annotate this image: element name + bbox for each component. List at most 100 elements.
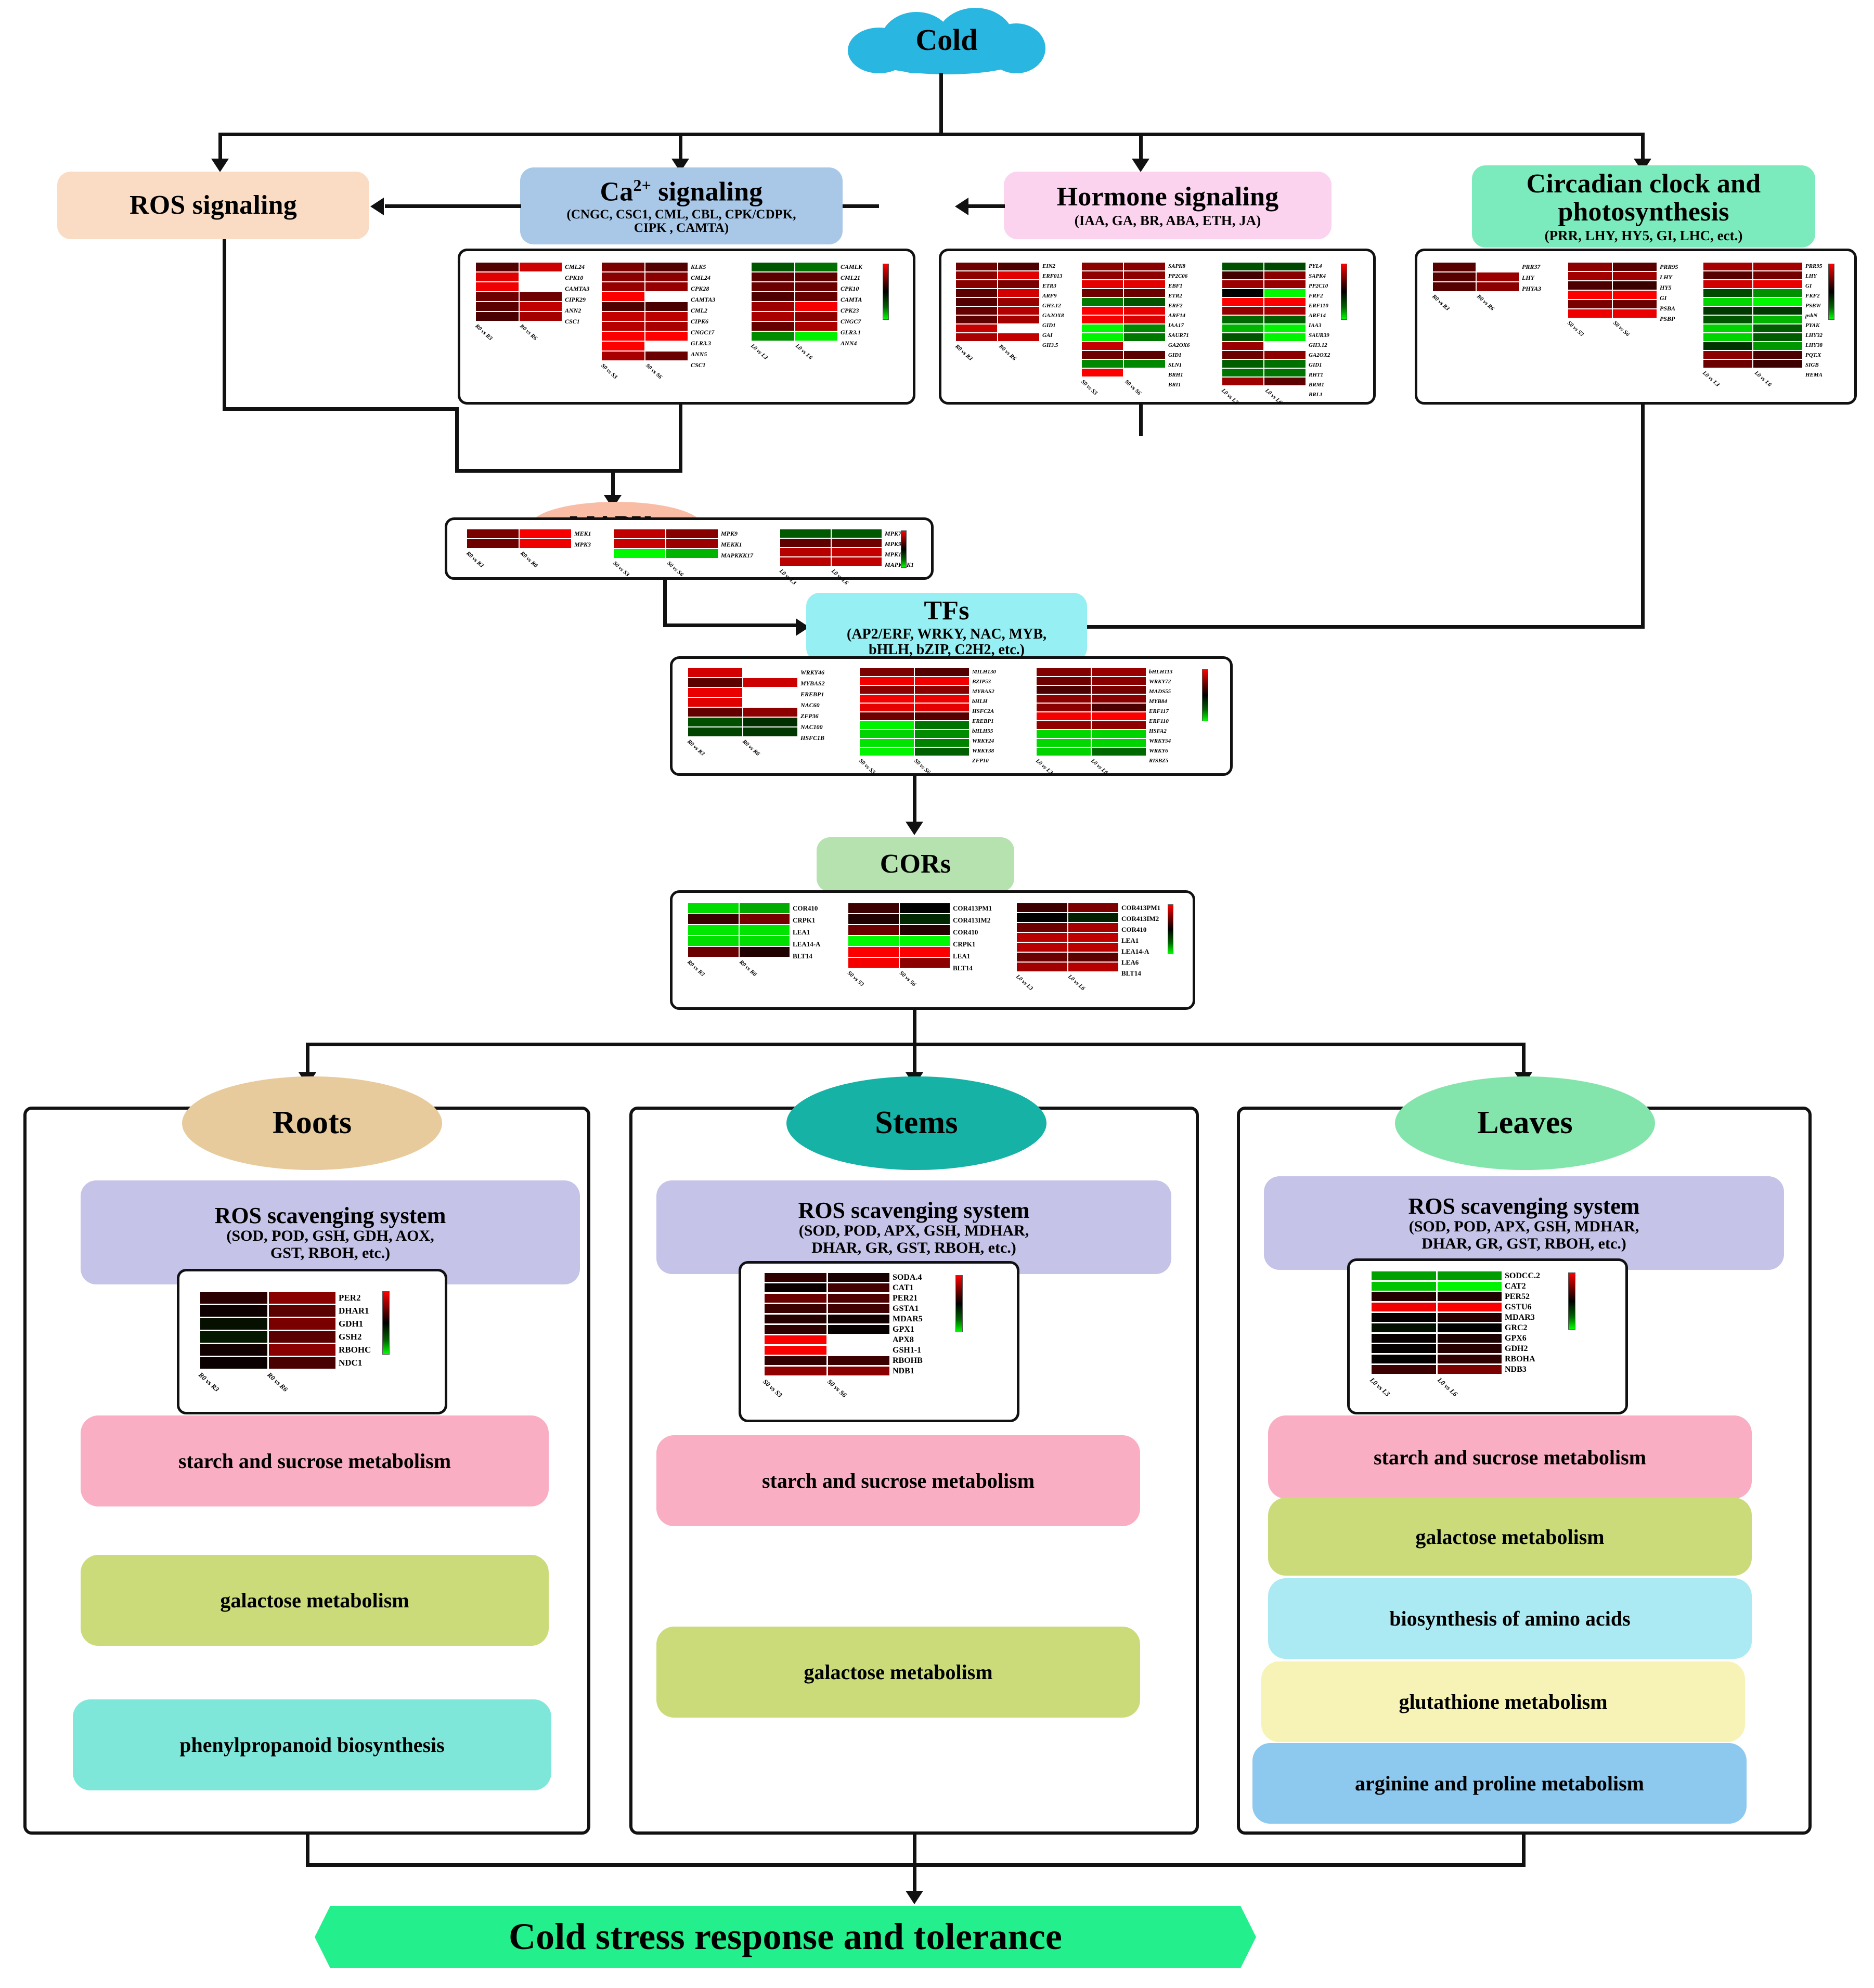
cors-box[interactable]: CORs	[817, 837, 1014, 892]
line-outcome-stem	[913, 1863, 916, 1893]
stems-pathway-starch-sucrose[interactable]: starch and sucrose metabolism	[656, 1435, 1140, 1526]
line-mapk-stem	[611, 469, 615, 498]
roots-pathway-phenylpropanoid[interactable]: phenylpropanoid biosynthesis	[73, 1699, 551, 1790]
arrow-hormone-to-left	[955, 198, 968, 215]
arrow-tfs-to-cors	[906, 822, 923, 835]
tfs-sublabel-line1: (AP2/ERF, WRKY, NAC, MYB,	[847, 626, 1046, 643]
colorbar-ca-panel	[883, 264, 889, 320]
colorbar-mapk-panel	[901, 530, 907, 568]
colorbar-roots-ros	[382, 1291, 390, 1355]
line-leaves-down-out	[1522, 1835, 1526, 1866]
circadian-box[interactable]: Circadian clock and photosynthesis (PRR,…	[1472, 165, 1815, 248]
cold-label: Cold	[915, 22, 978, 57]
arrow-ca-to-ros	[370, 198, 384, 215]
leaves-pathway-glutathione-label: glutathione metabolism	[1399, 1690, 1608, 1713]
tfs-sublabel-line2: bHLH, bZIP, C2H2, etc.)	[869, 641, 1025, 658]
stems-ros-title: ROS scavenging system	[798, 1197, 1030, 1223]
line-mapk-to-tfs	[663, 623, 798, 627]
leaves-pathway-glutathione[interactable]: glutathione metabolism	[1261, 1661, 1745, 1742]
leaves-pathway-starch-sucrose[interactable]: starch and sucrose metabolism	[1268, 1415, 1752, 1499]
cold-trunk-line	[939, 73, 943, 134]
outcome-label: Cold stress response and tolerance	[508, 1916, 1063, 1958]
leaves-pathway-galactose[interactable]: galactose metabolism	[1268, 1498, 1752, 1576]
colorbar-leaves-ros	[1568, 1272, 1575, 1330]
arrow-to-outcome	[906, 1891, 923, 1904]
line-mapk-join-left	[455, 407, 459, 472]
leaves-title-label: Leaves	[1477, 1105, 1573, 1141]
tfs-label: TFs	[924, 595, 970, 626]
colorbar-stems-ros	[955, 1275, 963, 1332]
roots-title-ellipse[interactable]: Roots	[182, 1076, 442, 1170]
leaves-pathway-starch-sucrose-label: starch and sucrose metabolism	[1373, 1445, 1647, 1469]
roots-pathway-phenylpropanoid-label: phenylpropanoid biosynthesis	[179, 1733, 445, 1757]
ros-signaling-box[interactable]: ROS signaling	[57, 172, 369, 239]
hormone-signaling-sublabel: (IAA, GA, BR, ABA, ETH, JA)	[1074, 212, 1261, 228]
leaves-pathway-amino-acids-label: biosynthesis of amino acids	[1389, 1607, 1631, 1630]
line-tfs-to-cors	[913, 775, 916, 824]
drop-ca	[679, 133, 682, 161]
leaves-ros-title: ROS scavenging system	[1408, 1193, 1640, 1219]
colorbar-hormone-panel	[1341, 264, 1347, 320]
roots-ros-title: ROS scavenging system	[214, 1202, 446, 1228]
roots-pathway-galactose-label: galactose metabolism	[220, 1589, 409, 1612]
cold-cloud-shape	[848, 8, 1045, 75]
line-cors-down	[913, 1009, 916, 1045]
stems-title-ellipse[interactable]: Stems	[786, 1076, 1046, 1170]
line-stems-down-out	[913, 1835, 916, 1866]
colorbar-tfs-panel	[1202, 669, 1208, 721]
roots-ros-pill[interactable]: ROS scavenging system (SOD, POD, GSH, GD…	[81, 1180, 580, 1284]
hormone-signaling-box[interactable]: Hormone signaling (IAA, GA, BR, ABA, ETH…	[1004, 172, 1332, 239]
leaves-ros-sub2: DHAR, GR, GST, RBOH, etc.)	[1421, 1235, 1626, 1252]
roots-pathway-starch-sucrose[interactable]: starch and sucrose metabolism	[81, 1415, 549, 1506]
roots-pathway-galactose[interactable]: galactose metabolism	[81, 1555, 549, 1646]
line-hormone-left-tick	[843, 204, 879, 208]
stems-ros-sub1: (SOD, POD, APX, GSH, MDHAR,	[798, 1222, 1029, 1240]
ca-signaling-sublabel: (CNGC, CSC1, CML, CBL, CPK/CDPK,CIPK , C…	[566, 207, 796, 235]
stems-ros-pill[interactable]: ROS scavenging system (SOD, POD, APX, GS…	[656, 1180, 1171, 1274]
leaves-title-ellipse[interactable]: Leaves	[1395, 1076, 1655, 1170]
stems-ros-sub2: DHAR, GR, GST, RBOH, etc.)	[811, 1239, 1016, 1256]
line-ca-to-ros	[385, 204, 521, 208]
cors-label: CORs	[880, 849, 951, 879]
outcome-box[interactable]: Cold stress response and tolerance	[315, 1906, 1256, 1968]
line-ros-to-mapk-bus	[223, 407, 457, 411]
arrow-to-hormone-signaling	[1132, 159, 1149, 172]
roots-ros-sub2: GST, RBOH, etc.)	[270, 1244, 391, 1262]
stems-pathway-galactose[interactable]: galactose metabolism	[656, 1627, 1140, 1718]
ca-signaling-box[interactable]: Ca2+ signaling (CNGC, CSC1, CML, CBL, CP…	[520, 167, 843, 244]
tfs-box[interactable]: TFs (AP2/ERF, WRKY, NAC, MYB, bHLH, bZIP…	[806, 593, 1087, 661]
leaves-pathway-arginine-proline[interactable]: arginine and proline metabolism	[1252, 1743, 1747, 1824]
leaves-pathway-arginine-proline-label: arginine and proline metabolism	[1355, 1772, 1644, 1795]
stems-pathway-galactose-label: galactose metabolism	[804, 1660, 993, 1684]
circadian-label-line1: Circadian clock and	[1526, 168, 1761, 199]
line-roots-down-out	[306, 1835, 309, 1866]
line-to-roots	[306, 1043, 309, 1075]
drop-ros	[218, 133, 222, 161]
ros-signaling-label: ROS signaling	[130, 190, 297, 220]
colorbar-cors-panel	[1168, 904, 1173, 954]
line-mapk-down	[663, 579, 667, 626]
leaves-ros-pill[interactable]: ROS scavenging system (SOD, POD, APX, GS…	[1264, 1176, 1784, 1270]
leaves-pathway-amino-acids[interactable]: biosynthesis of amino acids	[1268, 1578, 1752, 1659]
